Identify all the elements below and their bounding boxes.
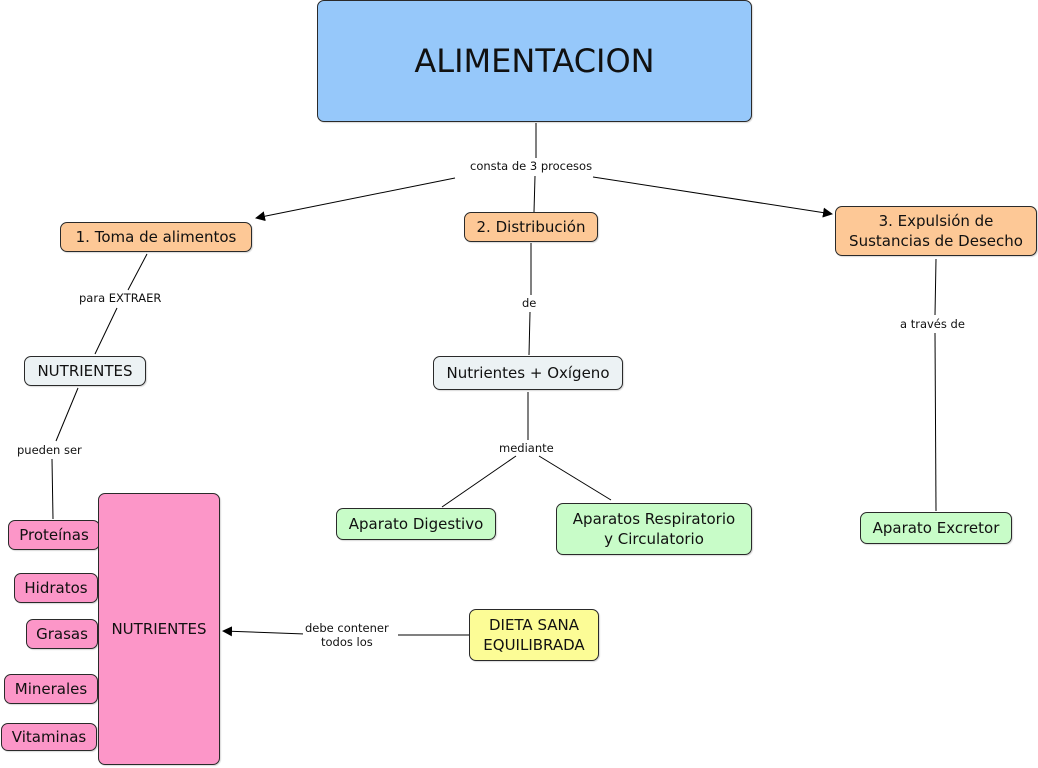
line-pueden-to-proteinas	[51, 458, 54, 520]
node-aparato-digestivo-text: Aparato Digestivo	[348, 515, 484, 533]
node-nutrientes-big-text: NUTRIENTES	[111, 620, 207, 638]
line-atraves-to-excretor	[934, 332, 937, 512]
node-aparato-digestivo[interactable]: Aparato Digestivo	[336, 508, 496, 540]
line-proc1-to-para	[127, 253, 148, 291]
node-aparato-excretor[interactable]: Aparato Excretor	[860, 512, 1012, 544]
line-proc3-to-atraves	[934, 258, 937, 316]
node-dieta-sana[interactable]: DIETA SANA EQUILIBRADA	[469, 609, 599, 661]
node-nutrientes-small-text: NUTRIENTES	[37, 362, 133, 380]
nutrient-item-grasas[interactable]: Grasas	[26, 619, 98, 649]
node-distribucion-text: 2. Distribución	[476, 218, 586, 236]
arrow-to-nutrientes-big	[222, 626, 306, 637]
line-nutrientes-to-pueden	[55, 387, 79, 442]
line-to-proc2	[533, 175, 536, 213]
line-mediante-to-respiratorio	[538, 455, 612, 501]
label-de: de	[520, 296, 539, 310]
nutrient-item-text: Minerales	[14, 680, 88, 698]
node-dieta-sana-text: DIETA SANA EQUILIBRADA	[483, 616, 585, 654]
arrow-to-proc1	[255, 177, 456, 222]
node-nutrientes-big[interactable]: NUTRIENTES	[98, 493, 220, 765]
node-aparatos-respiratorio-circulatorio-text: Aparatos Respiratorio y Circulatorio	[572, 510, 736, 548]
node-toma-de-alimentos-text: 1. Toma de alimentos	[75, 228, 237, 246]
nutrient-item-text: Proteínas	[19, 526, 89, 544]
node-distribucion[interactable]: 2. Distribución	[464, 212, 598, 242]
nutrient-item-text: Vitaminas	[11, 728, 87, 746]
label-para-extraer: para EXTRAER	[77, 291, 164, 305]
node-expulsion[interactable]: 3. Expulsión de Sustancias de Desecho	[835, 206, 1037, 256]
node-nutrientes-small[interactable]: NUTRIENTES	[24, 356, 146, 386]
line-para-to-nutrientes	[94, 307, 118, 355]
node-aparato-excretor-text: Aparato Excretor	[872, 519, 1000, 537]
label-consta-de-3-procesos: consta de 3 procesos	[468, 159, 595, 173]
label-debe-contener: debe contener todos los	[303, 621, 391, 649]
node-aparatos-respiratorio-circulatorio[interactable]: Aparatos Respiratorio y Circulatorio	[556, 503, 752, 555]
line-de-to-nutoxi	[528, 311, 531, 356]
nutrient-item-hidratos[interactable]: Hidratos	[14, 573, 98, 603]
node-nutrientes-oxigeno[interactable]: Nutrientes + Oxígeno	[433, 356, 623, 390]
nutrient-item-text: Hidratos	[24, 579, 88, 597]
arrow-to-proc3	[592, 176, 833, 218]
nutrient-item-text: Grasas	[36, 625, 88, 643]
nutrient-item-vitaminas[interactable]: Vitaminas	[1, 723, 97, 751]
node-nutrientes-oxigeno-text: Nutrientes + Oxígeno	[446, 364, 610, 382]
label-pueden-ser: pueden ser	[15, 443, 84, 457]
node-alimentacion[interactable]: ALIMENTACION	[317, 0, 752, 122]
label-a-traves-de: a través de	[898, 317, 967, 331]
nutrient-item-minerales[interactable]: Minerales	[4, 674, 98, 704]
node-expulsion-text: 3. Expulsión de Sustancias de Desecho	[849, 212, 1023, 250]
label-mediante: mediante	[497, 441, 556, 455]
node-alimentacion-text: ALIMENTACION	[414, 42, 655, 80]
nutrient-item-proteinas[interactable]: Proteínas	[8, 520, 100, 550]
line-mediante-to-digestivo	[441, 455, 517, 508]
node-toma-de-alimentos[interactable]: 1. Toma de alimentos	[60, 222, 252, 252]
